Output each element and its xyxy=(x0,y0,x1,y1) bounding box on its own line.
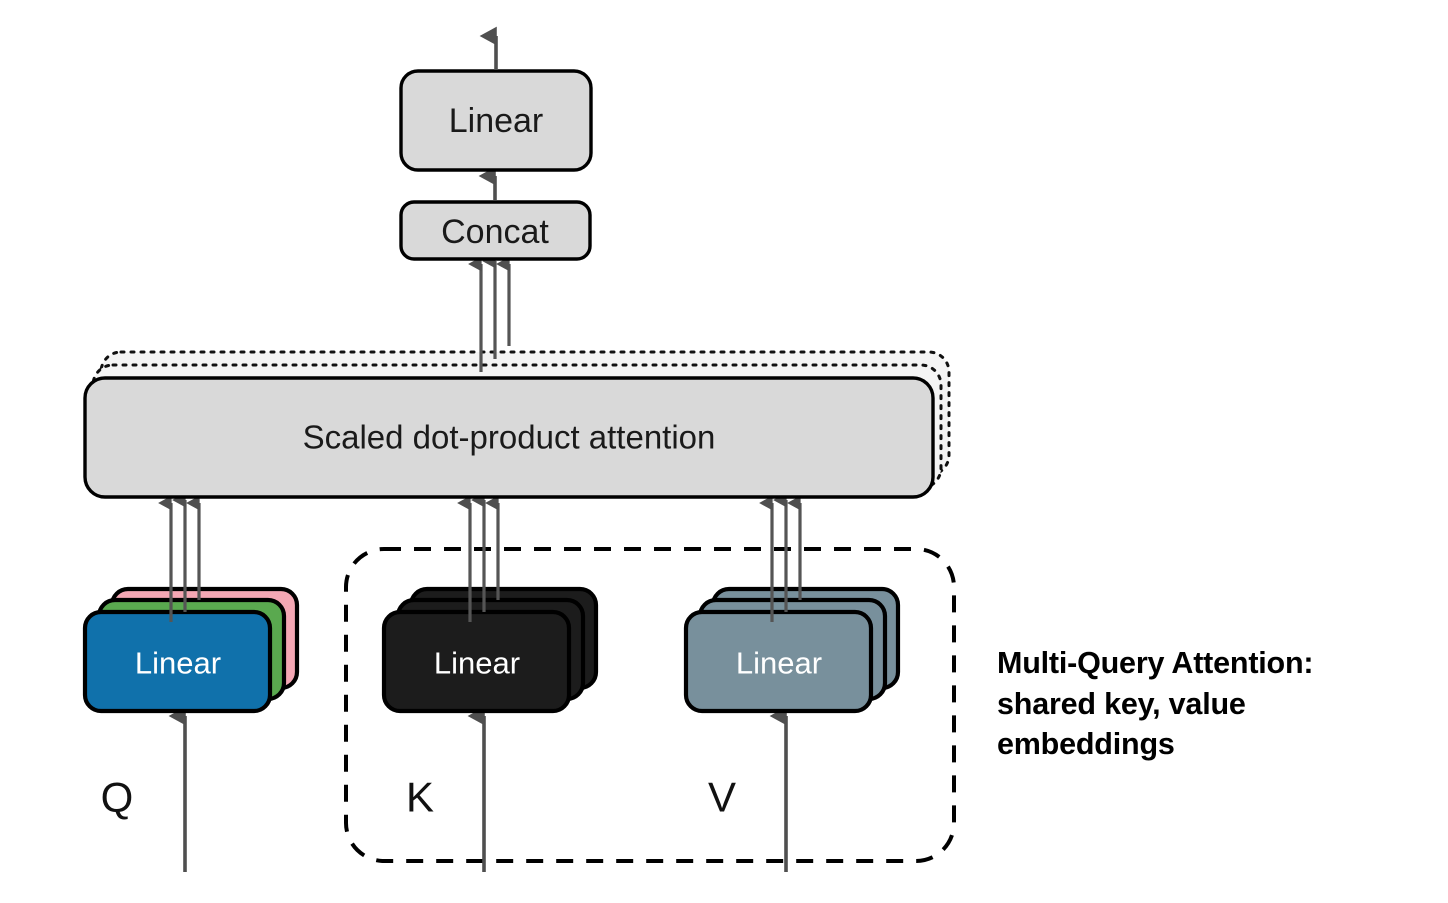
linear-v-box[interactable] xyxy=(683,609,874,714)
input-arrows xyxy=(168,706,788,872)
linear-q-box[interactable] xyxy=(82,609,273,714)
concat-label: Concat xyxy=(441,213,549,251)
input-label-k: K xyxy=(406,774,434,821)
linear-k-box[interactable] xyxy=(381,609,572,714)
annotation-line-1: Multi-Query Attention: xyxy=(997,646,1314,680)
linear-k-label: Linear xyxy=(434,646,520,681)
attention-box[interactable] xyxy=(83,376,935,499)
linear-q-stack[interactable]: Linear xyxy=(82,586,300,714)
attention-block[interactable]: Scaled dot-product attention xyxy=(83,350,951,499)
v-to-attention-arrows xyxy=(759,492,802,622)
linear-q-label: Linear xyxy=(135,646,221,681)
input-labels: Q K V xyxy=(101,774,736,821)
linear-top-box[interactable] xyxy=(399,69,593,172)
linear-k-stack[interactable]: Linear xyxy=(381,586,599,714)
linear-top-block[interactable]: Linear xyxy=(399,69,593,172)
input-label-v: V xyxy=(708,774,736,821)
input-label-q: Q xyxy=(101,774,134,821)
annotation-note: Multi-Query Attention: shared key, value… xyxy=(997,643,1397,765)
linear-v-label: Linear xyxy=(736,646,822,681)
q-to-attention-arrows xyxy=(158,492,201,622)
concat-box[interactable] xyxy=(399,200,592,261)
k-to-attention-arrows xyxy=(457,492,500,622)
linear-v-stack[interactable]: Linear xyxy=(683,586,901,714)
shared-kv-group-box xyxy=(344,547,956,863)
concat-block[interactable]: Concat xyxy=(399,200,592,261)
annotation-line-2: shared key, value xyxy=(997,686,1246,721)
attention-label: Scaled dot-product attention xyxy=(303,419,716,456)
attention-to-concat-arrows xyxy=(468,253,511,372)
linear-top-label: Linear xyxy=(449,102,544,140)
annotation-line-3: embeddings xyxy=(997,727,1175,762)
